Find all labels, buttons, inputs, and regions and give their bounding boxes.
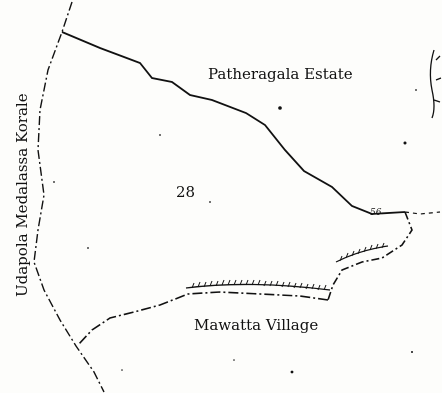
north-boundary-line bbox=[61, 31, 406, 215]
west-boundary-line bbox=[33, 1, 105, 393]
stream-hatching bbox=[185, 242, 389, 291]
east-edge-dashes bbox=[404, 211, 441, 215]
margin-mark-glyph bbox=[429, 49, 442, 119]
road-mark-label: 56 bbox=[370, 208, 382, 218]
lot-number-label: 28 bbox=[176, 183, 195, 201]
village-label: Mawatta Village bbox=[194, 316, 318, 334]
survey-dots bbox=[53, 89, 417, 374]
east-boundary-line bbox=[327, 211, 413, 301]
estate-label: Patheragala Estate bbox=[208, 65, 353, 83]
korale-label: Udapola Medalassa Korale bbox=[13, 93, 31, 297]
